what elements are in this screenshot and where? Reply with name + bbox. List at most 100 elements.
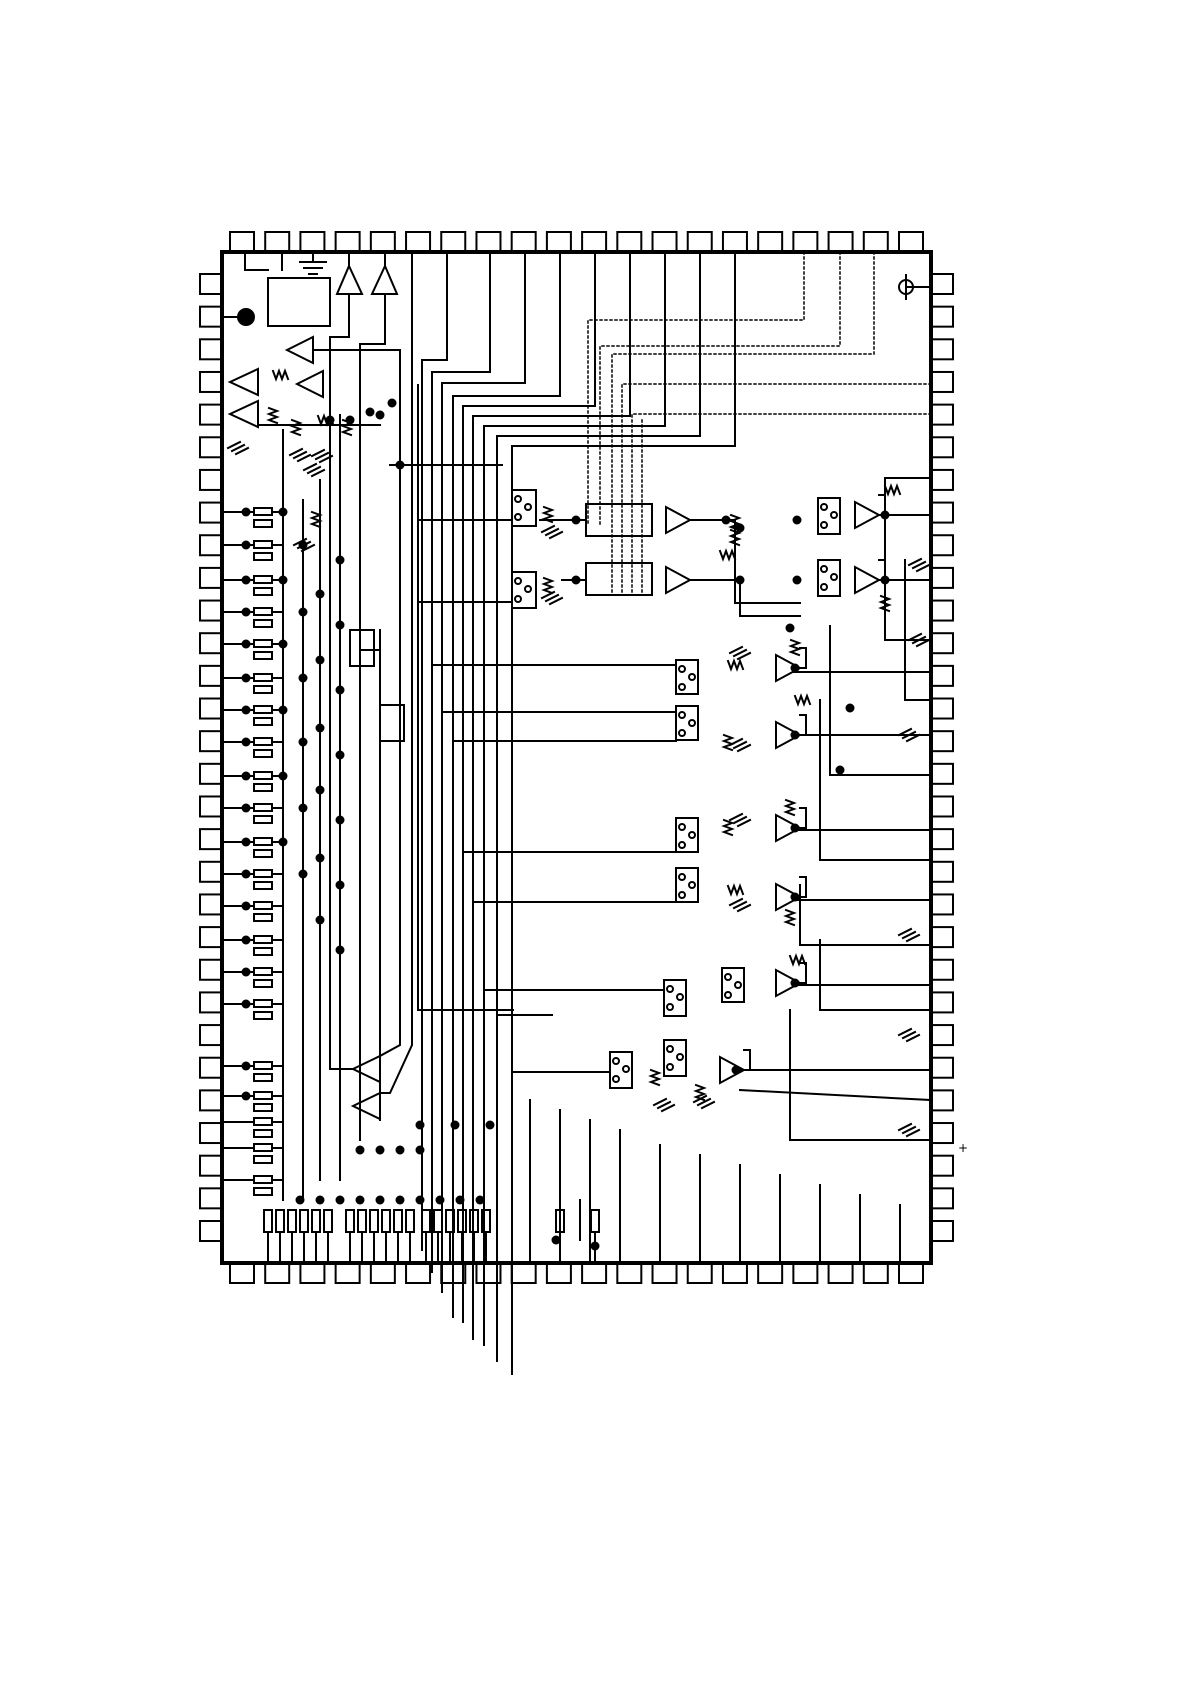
pad-pair-icon [254, 870, 272, 877]
pin-left [200, 1221, 222, 1241]
junction-dot-icon [299, 674, 308, 683]
junction-dot-icon [476, 1196, 485, 1205]
pin-right [931, 829, 953, 849]
pin-bottom [617, 1263, 641, 1283]
junction-dot-icon [279, 838, 288, 847]
pad-pair-icon [254, 718, 272, 725]
circle-terminal-icon [899, 275, 931, 299]
pin-right [931, 1025, 953, 1045]
junction-dot-icon [242, 1092, 251, 1101]
bottom-pad-icon [358, 1210, 366, 1232]
pad-pair-icon [254, 838, 272, 845]
junction-dot-icon [572, 516, 581, 525]
trunk-wires [313, 252, 735, 1374]
junction-dot-icon [722, 516, 731, 525]
resistor-icon [786, 910, 794, 925]
pad-pair-icon [254, 541, 272, 548]
junction-dot-icon [279, 640, 288, 649]
pad-pair-icon [254, 508, 272, 515]
junction-dot-icon [552, 1236, 561, 1245]
pad-pair-icon [254, 620, 272, 627]
pin-right [931, 992, 953, 1012]
pin-right [931, 372, 953, 392]
junction-dot-icon [242, 738, 251, 747]
pad-pair-icon [254, 652, 272, 659]
pin-left [200, 992, 222, 1012]
resistor-icon [724, 735, 732, 750]
junction-dot-icon [396, 461, 405, 470]
pin-left [200, 927, 222, 947]
pin-right [931, 633, 953, 653]
junction-dot-icon [791, 731, 800, 740]
pin-left [200, 1123, 222, 1143]
pin-bottom [265, 1263, 289, 1283]
bottom-pad-icon [591, 1210, 599, 1232]
comparator-icon [372, 266, 397, 294]
feeder-wires [418, 510, 676, 1240]
bottom-pad-icon [370, 1210, 378, 1232]
pin-bottom [723, 1263, 747, 1283]
ground-icon [228, 442, 248, 454]
junction-dot-icon [336, 751, 345, 760]
reference-box [268, 278, 330, 326]
ground-icon [304, 464, 324, 476]
junction-dot-icon [316, 724, 325, 733]
pin-left [200, 666, 222, 686]
junction-dot-icon [316, 1196, 325, 1205]
pin-left [200, 307, 222, 327]
junction-dot-icon [336, 686, 345, 695]
pin-left [200, 1188, 222, 1208]
resistor-icon [273, 371, 288, 379]
pin-left [200, 274, 222, 294]
junction-dot-icon [336, 946, 345, 955]
junction-dot-icon [242, 870, 251, 879]
pin-left [200, 601, 222, 621]
pin-right [931, 796, 953, 816]
junction-dot-icon [242, 640, 251, 649]
junction-dot-icon [786, 624, 795, 633]
pin-top [265, 232, 289, 252]
junction-dot-icon [396, 1146, 405, 1155]
opamp-icon [855, 502, 879, 528]
junction-dot-icon [791, 979, 800, 988]
switch-icon [512, 572, 536, 608]
pin-right [931, 470, 953, 490]
pad-pair-icon [254, 1012, 272, 1019]
bottom-pad-icon [276, 1210, 284, 1232]
junction-dot-icon [396, 1196, 405, 1205]
pin-top [406, 232, 430, 252]
junction-dot-icon [881, 511, 890, 520]
junction-dot-icon [736, 576, 745, 585]
junction-dot-icon [316, 590, 325, 599]
junction-dot-icon [336, 556, 345, 565]
pin-top [829, 232, 853, 252]
bottom-pad-icon [422, 1210, 430, 1232]
resistor-icon [728, 886, 743, 894]
junction-dot-icon [299, 608, 308, 617]
bottom-pad-icon [394, 1210, 402, 1232]
pad-pair-icon [254, 750, 272, 757]
junction-dot-icon [242, 772, 251, 781]
pin-left [200, 470, 222, 490]
pad-pair-icon [254, 640, 272, 647]
bottom-pad-icon [382, 1210, 390, 1232]
pin-bottom [899, 1263, 923, 1283]
ground-icon [730, 647, 750, 659]
pad-pair-icon [254, 1074, 272, 1081]
pin-bottom [512, 1263, 536, 1283]
junction-dot-icon [299, 738, 308, 747]
chip-outline [222, 252, 931, 1263]
pin-right [931, 731, 953, 751]
junction-dot-icon [736, 524, 745, 533]
resistor-icon [795, 696, 810, 704]
ground-icon [542, 526, 562, 538]
pad-pair-icon [254, 902, 272, 909]
junction-dots [242, 399, 890, 1251]
pad-pair-icon [254, 936, 272, 943]
pin-top [793, 232, 817, 252]
pin-right [931, 666, 953, 686]
pin-left [200, 862, 222, 882]
junction-dot-icon [242, 608, 251, 617]
junction-dot-icon [242, 674, 251, 683]
ground-icon [899, 929, 919, 941]
